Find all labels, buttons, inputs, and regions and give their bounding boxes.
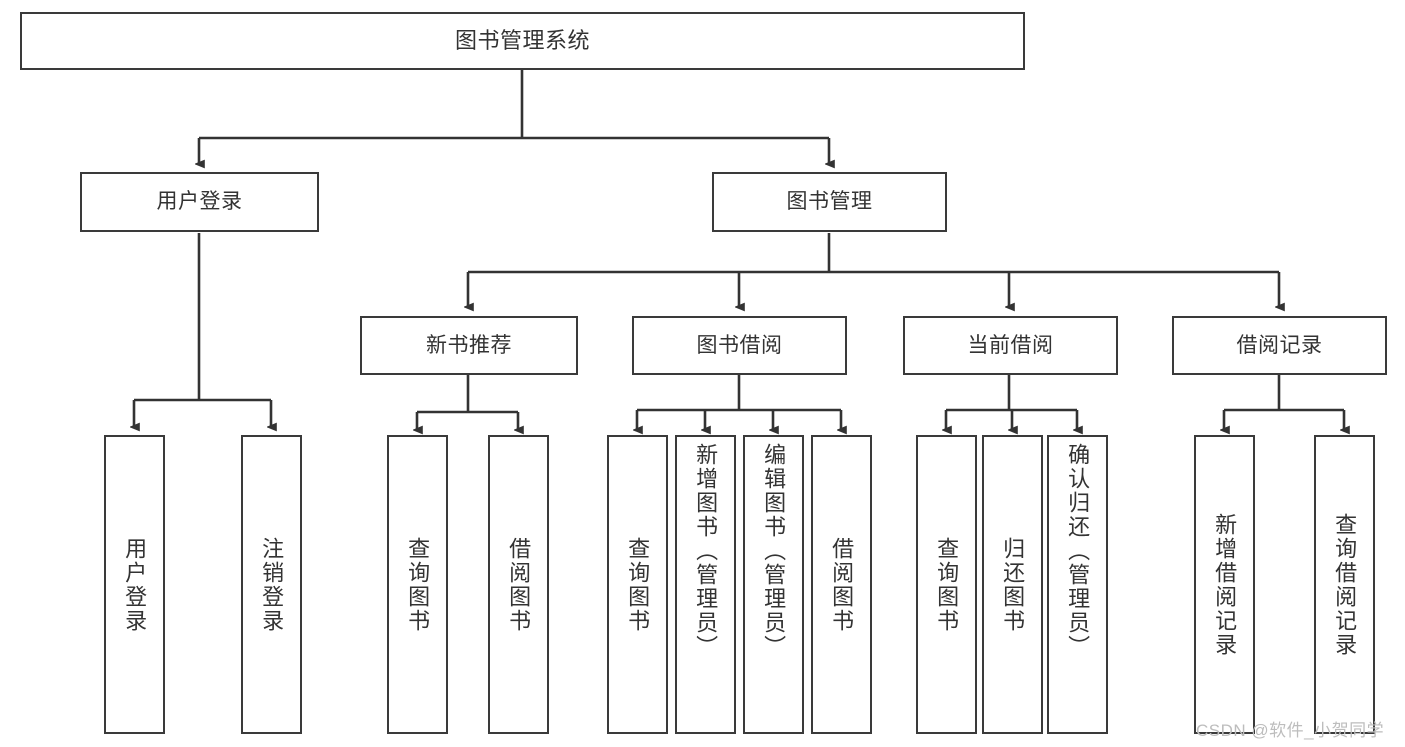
node-label: 借阅图书 bbox=[829, 536, 855, 633]
node-label: 新书推荐 bbox=[426, 333, 512, 357]
node-label: 借阅图书 bbox=[506, 536, 532, 633]
node-current-borrow[interactable]: 当前借阅 bbox=[903, 316, 1118, 375]
csdn-watermark: CSDN @软件_小贺同学 bbox=[1196, 721, 1385, 740]
leaf-record-query-record[interactable]: 查询借阅记录 bbox=[1314, 435, 1375, 734]
node-label: 查询图书 bbox=[405, 536, 431, 633]
node-book-borrow[interactable]: 图书借阅 bbox=[632, 316, 847, 375]
node-borrow-record[interactable]: 借阅记录 bbox=[1172, 316, 1387, 375]
node-label: 图书借阅 bbox=[696, 333, 783, 357]
node-label: 用户登录 bbox=[156, 190, 243, 214]
node-book-management[interactable]: 图书管理 bbox=[712, 172, 947, 232]
node-label: 图书管理 bbox=[786, 190, 873, 214]
node-label: 查询借阅记录 bbox=[1332, 512, 1358, 657]
node-label: 注销登录 bbox=[259, 536, 285, 633]
leaf-record-add-record[interactable]: 新增借阅记录 bbox=[1194, 435, 1255, 734]
leaf-borrow-add-book-admin[interactable]: 新增图书（管理员） bbox=[675, 435, 736, 734]
leaf-borrow-query-book[interactable]: 查询图书 bbox=[607, 435, 668, 734]
node-label: 编辑图书（管理员） bbox=[761, 443, 787, 659]
leaf-current-query-book[interactable]: 查询图书 bbox=[916, 435, 977, 734]
node-label: 用户登录 bbox=[122, 536, 148, 633]
node-root-system[interactable]: 图书管理系统 bbox=[20, 12, 1025, 70]
node-user-login[interactable]: 用户登录 bbox=[80, 172, 319, 232]
node-label: 当前借阅 bbox=[967, 333, 1054, 357]
leaf-new-book-query[interactable]: 查询图书 bbox=[387, 435, 448, 734]
node-label: 确认归还（管理员） bbox=[1065, 443, 1091, 659]
leaf-new-book-borrow[interactable]: 借阅图书 bbox=[488, 435, 549, 734]
node-label: 新增图书（管理员） bbox=[693, 443, 719, 659]
node-label: 归还图书 bbox=[1000, 536, 1026, 633]
node-label: 图书管理系统 bbox=[454, 27, 590, 53]
node-label: 借阅记录 bbox=[1236, 333, 1323, 357]
leaf-current-confirm-return-admin[interactable]: 确认归还（管理员） bbox=[1047, 435, 1108, 734]
leaf-user-login-signout[interactable]: 注销登录 bbox=[241, 435, 302, 734]
leaf-current-return-book[interactable]: 归还图书 bbox=[982, 435, 1043, 734]
node-label: 查询图书 bbox=[934, 536, 960, 633]
node-new-book-recommend[interactable]: 新书推荐 bbox=[360, 316, 578, 375]
node-label: 新增借阅记录 bbox=[1212, 512, 1238, 657]
leaf-borrow-borrow-book[interactable]: 借阅图书 bbox=[811, 435, 872, 734]
leaf-user-login-signin[interactable]: 用户登录 bbox=[104, 435, 165, 734]
node-label: 查询图书 bbox=[625, 536, 651, 633]
leaf-borrow-edit-book-admin[interactable]: 编辑图书（管理员） bbox=[743, 435, 804, 734]
